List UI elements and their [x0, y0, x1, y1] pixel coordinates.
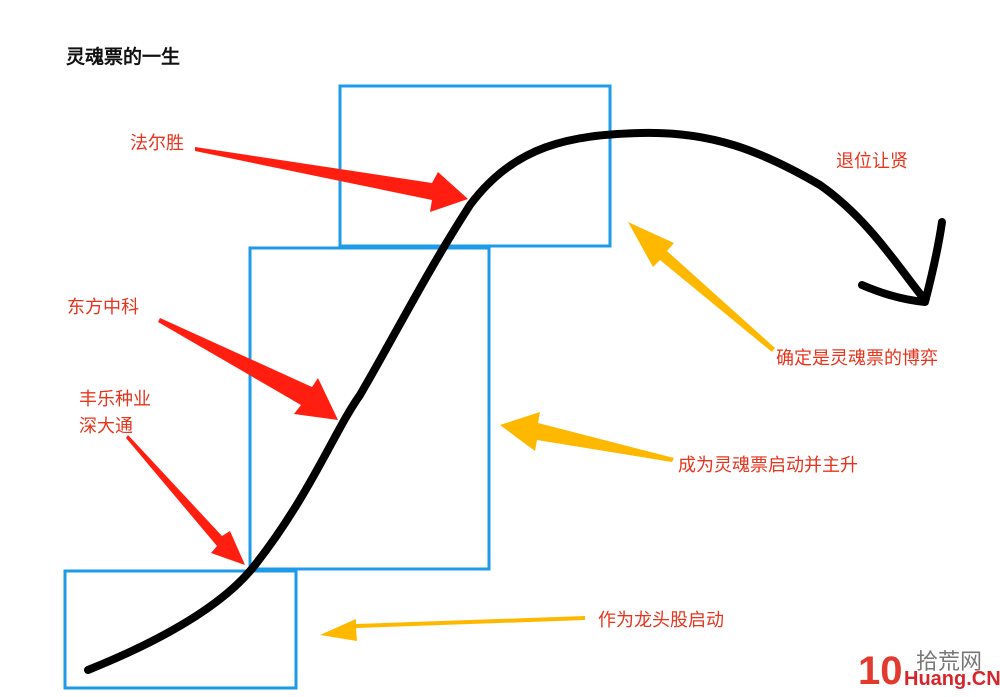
label-fengle: 丰乐种业 — [79, 389, 151, 410]
stage-box-main-rise — [248, 246, 491, 571]
watermark-site-cn: 拾荒网 — [916, 650, 983, 675]
watermark-logo-text: 10 — [858, 649, 903, 693]
label-shenda: 深大通 — [79, 416, 133, 437]
arrow-fengle — [126, 435, 245, 565]
stage-box-launch — [63, 569, 298, 690]
life-curve — [84, 128, 929, 674]
label-queding: 确定是灵魂票的博弈 — [776, 348, 938, 369]
diagram-title: 灵魂票的一生 — [66, 46, 181, 68]
arrow-chengwei — [500, 412, 674, 462]
arrow-dongfang — [158, 318, 338, 420]
arrow-zuowei — [320, 616, 585, 641]
stage-box-game — [338, 84, 612, 248]
arrow-farsheng — [195, 147, 468, 212]
arrow-queding — [628, 222, 775, 352]
label-tuiwei: 退位让贤 — [836, 151, 908, 172]
label-dongfang: 东方中科 — [67, 297, 139, 318]
label-farsheng: 法尔胜 — [130, 133, 184, 154]
label-zuowei: 作为龙头股启动 — [598, 610, 724, 631]
watermark-site-en: Huang.CN — [904, 668, 1000, 690]
label-chengwei: 成为灵魂票启动并主升 — [678, 455, 858, 476]
life-curve-arrowhead — [858, 218, 946, 306]
watermark-logo: 10 — [858, 649, 903, 693]
